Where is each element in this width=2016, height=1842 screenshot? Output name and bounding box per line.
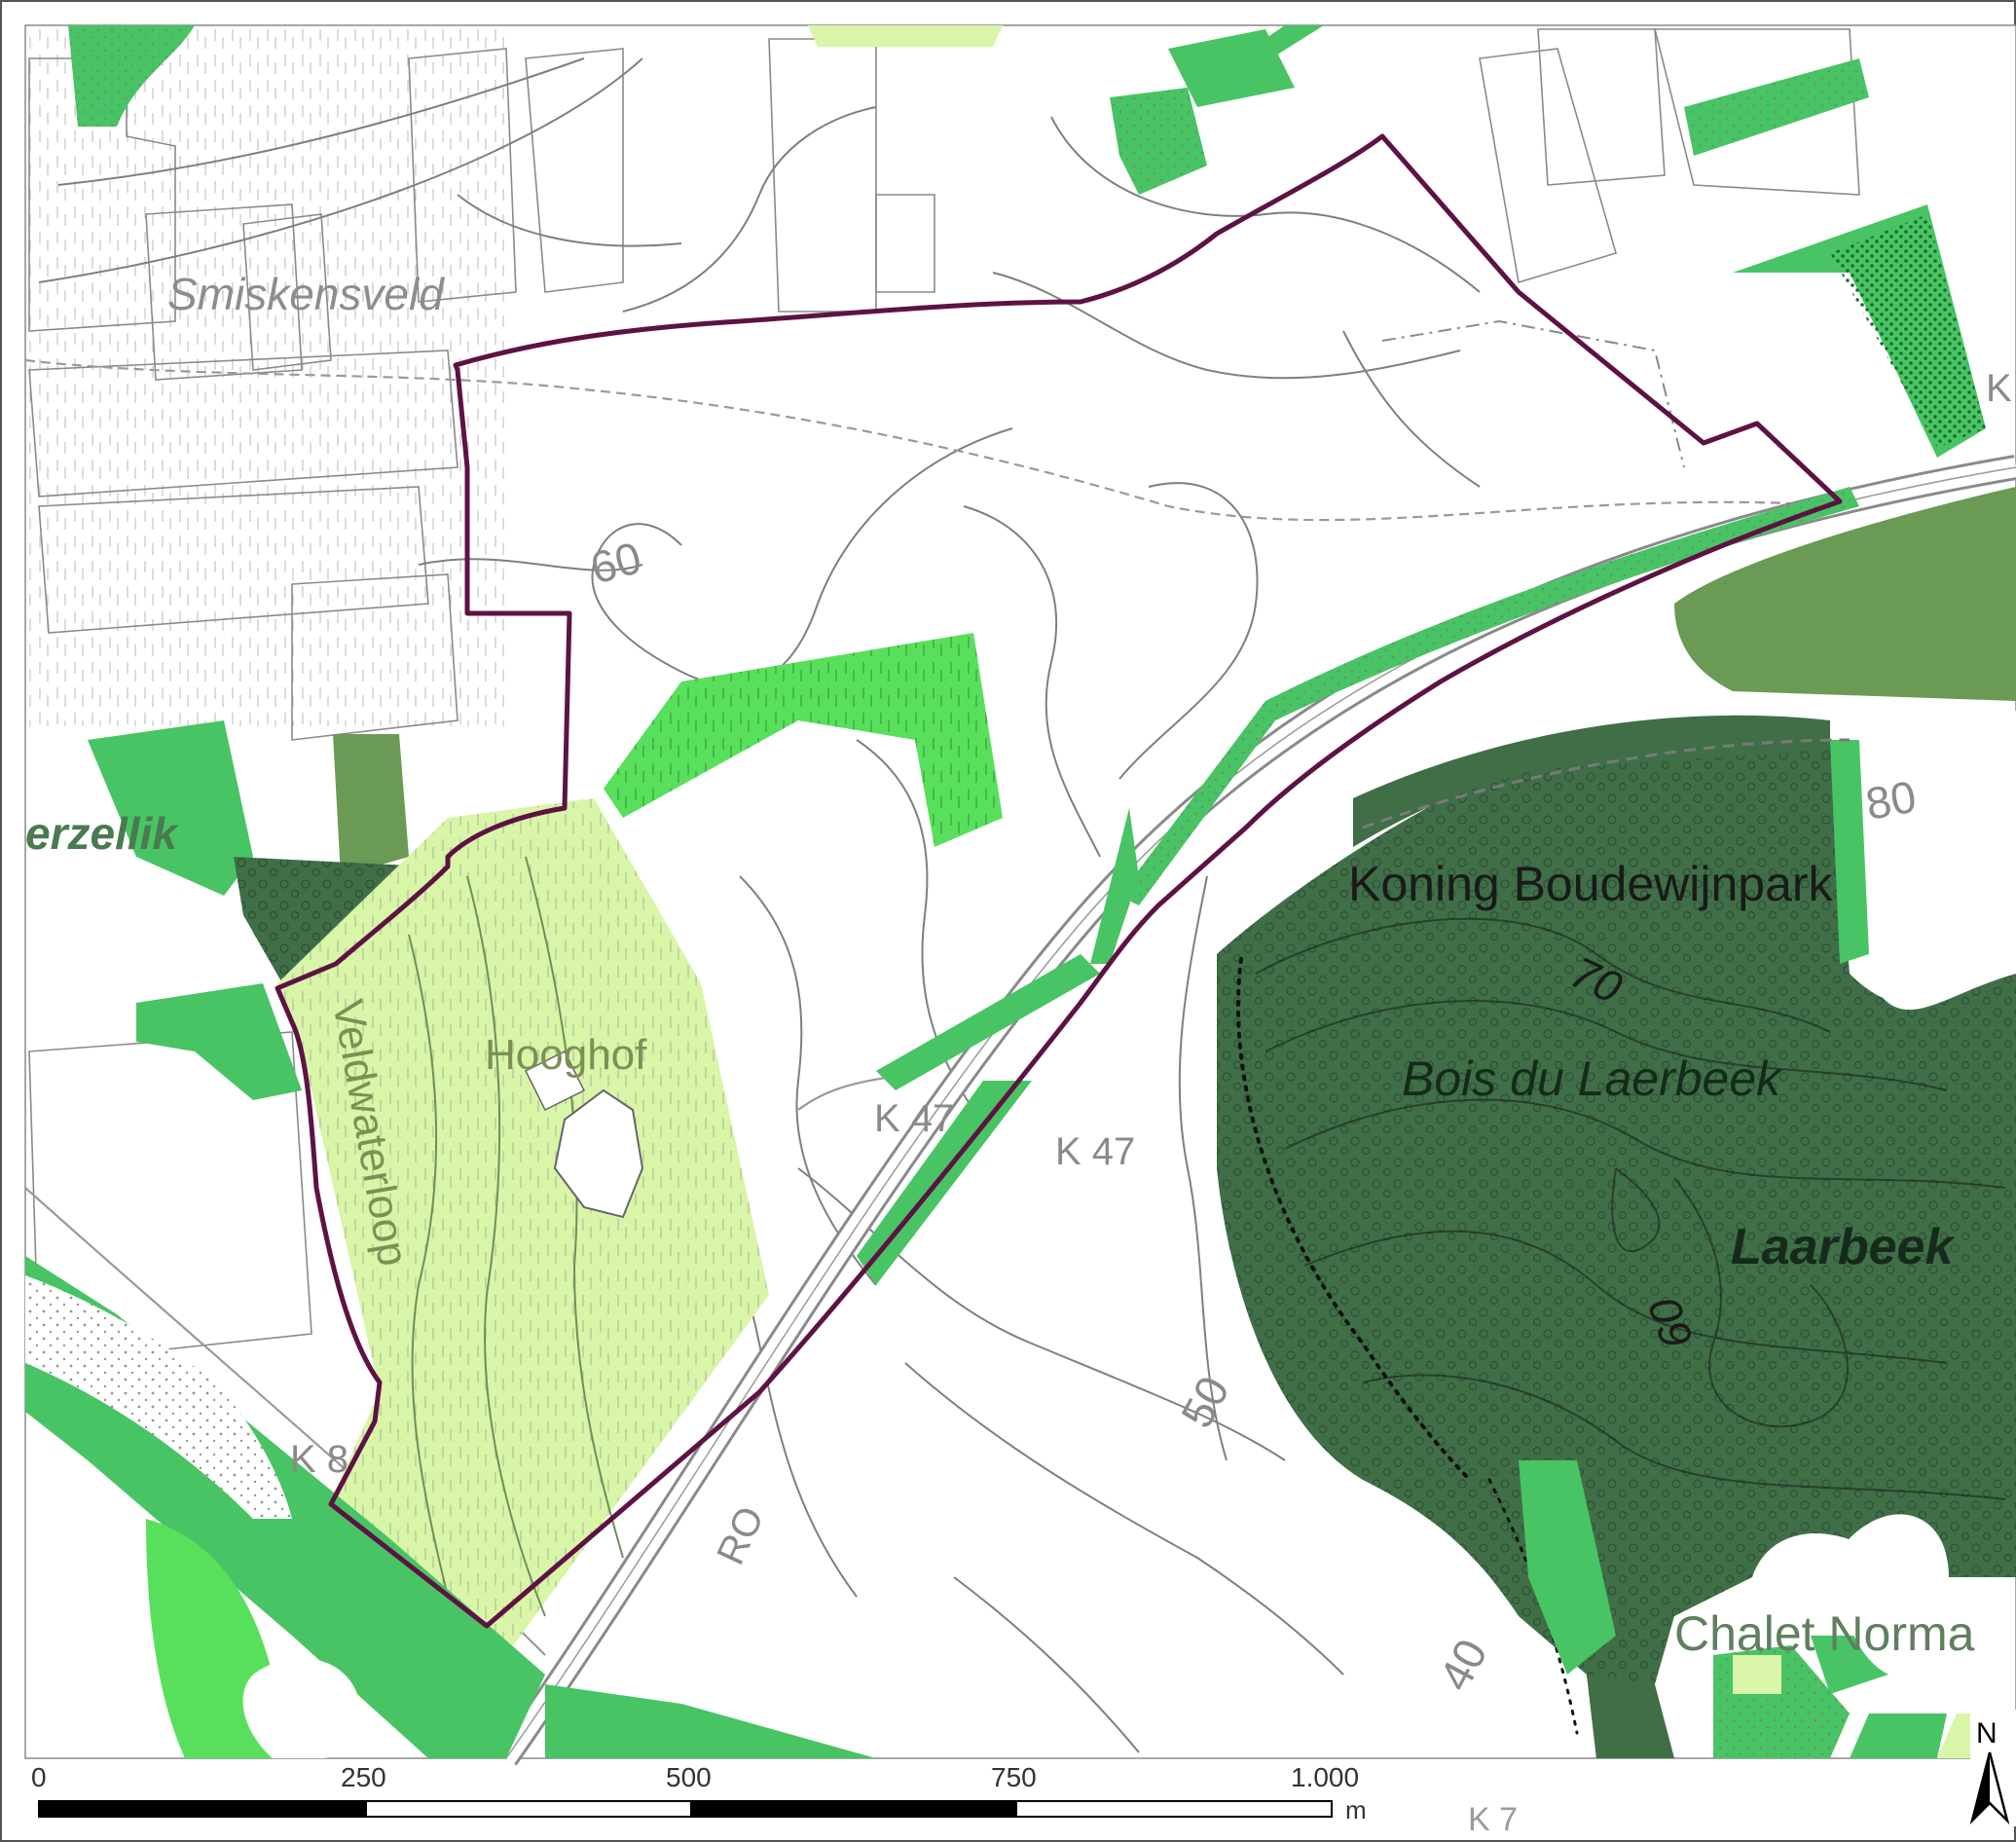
park-boundary-line xyxy=(1362,738,1851,829)
label-laarbeek: Laarbeek xyxy=(1731,1219,1956,1275)
scale-tick-1000: 1.000 xyxy=(1291,1762,1359,1792)
label-k47-b: K 47 xyxy=(1055,1130,1135,1173)
label-k7-bottom: K 7 xyxy=(1468,1801,1518,1838)
label-k47-a: K 47 xyxy=(874,1097,954,1140)
label-smiskensveld: Smiskensveld xyxy=(167,269,445,319)
scale-tick-750: 750 xyxy=(991,1762,1037,1792)
land-use-zones xyxy=(25,25,2016,1758)
north-arrow-icon: N xyxy=(1969,1710,2016,1826)
label-chalet-normandie: Chalet Norma xyxy=(1674,1606,1975,1661)
scale-tick-0: 0 xyxy=(31,1762,47,1792)
administrative-boundary-line xyxy=(1381,319,1685,468)
scale-bar: 0 250 500 750 1.000 m xyxy=(31,1762,1367,1824)
residential-parcels xyxy=(25,25,1860,1364)
label-k8: K 8 xyxy=(290,1438,348,1481)
scale-tick-500: 500 xyxy=(666,1762,712,1792)
label-k-top-right: K xyxy=(1986,367,2012,410)
label-heerzellik: erzellik xyxy=(25,808,179,859)
place-labels: Smiskensveld erzellik Hooghof Veldwaterl… xyxy=(25,269,2012,1838)
label-hooghof: Hooghof xyxy=(485,1031,647,1079)
hooghof-building xyxy=(553,1088,644,1219)
contour-label-80: 80 xyxy=(1862,771,1920,829)
scale-tick-250: 250 xyxy=(341,1762,386,1792)
plan-area-boundary xyxy=(275,133,1843,1629)
label-bois-du-laerbeek: Bois du Laerbeek xyxy=(1402,1051,1783,1106)
scale-unit: m xyxy=(1345,1795,1367,1824)
north-label: N xyxy=(1976,1717,1998,1750)
label-koning-boudewijnpark: Koning Boudewijnpark xyxy=(1348,857,1834,911)
